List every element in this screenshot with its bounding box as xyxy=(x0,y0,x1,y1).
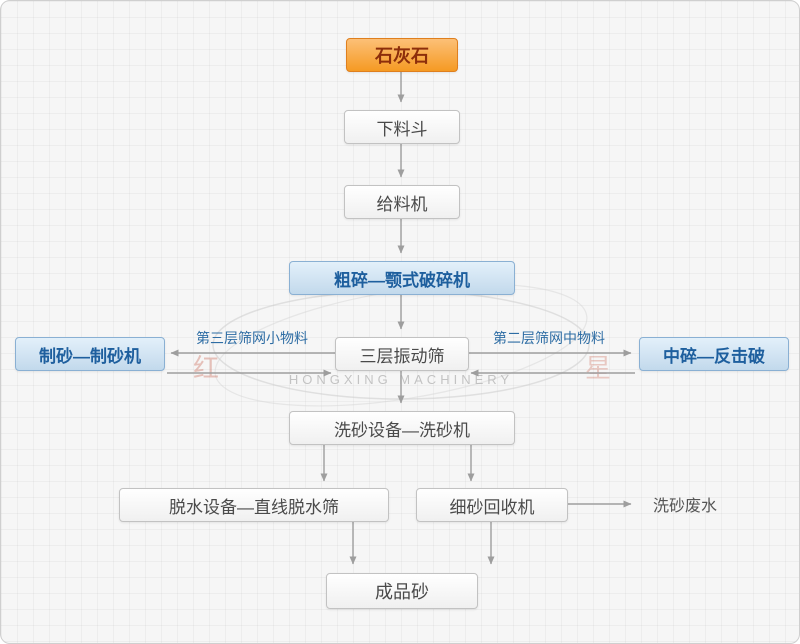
edge-label-third-layer-small: 第三层筛网小物料 xyxy=(196,330,308,346)
watermark-brand-text: HONGXING MACHINERY xyxy=(289,372,513,387)
watermark-seal-left: 红 xyxy=(193,353,219,383)
node-sand-washer: 洗砂设备—洗砂机 xyxy=(289,411,515,445)
node-feeder: 给料机 xyxy=(344,185,460,219)
node-dewatering-screen: 脱水设备—直线脱水筛 xyxy=(119,488,389,522)
node-finished-sand: 成品砂 xyxy=(326,573,478,609)
node-sand-maker: 制砂—制砂机 xyxy=(15,337,165,371)
node-feed-hopper: 下料斗 xyxy=(344,110,460,144)
node-limestone: 石灰石 xyxy=(346,38,458,72)
node-impact-crusher: 中碎—反击破 xyxy=(639,337,789,371)
watermark-seal-right: 星 xyxy=(585,353,611,383)
node-vibrating-screen: 三层振动筛 xyxy=(335,337,469,371)
node-fine-sand-recycler: 细砂回收机 xyxy=(416,488,568,522)
label-waste-water: 洗砂废水 xyxy=(652,498,717,515)
node-jaw-crusher: 粗碎—颚式破碎机 xyxy=(289,261,515,295)
edge-label-second-layer-medium: 第二层筛网中物料 xyxy=(493,330,605,346)
